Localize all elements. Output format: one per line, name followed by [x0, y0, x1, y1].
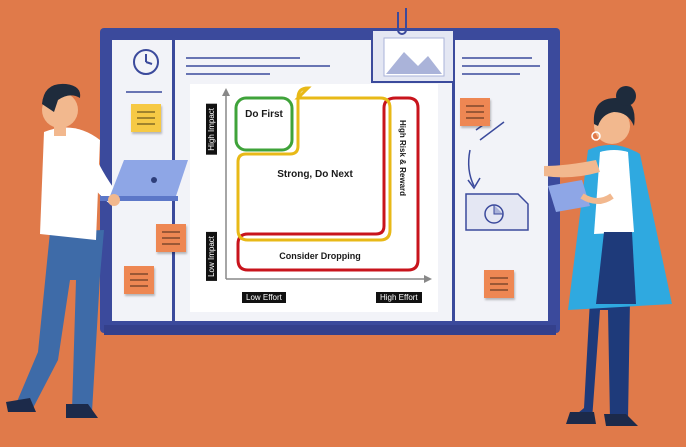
quadrant-borders [234, 86, 420, 272]
laptop-icon [100, 160, 188, 201]
sticky-note-orange [484, 270, 514, 298]
whiteboard-divider-right [452, 40, 455, 321]
picture-icon [371, 29, 455, 83]
matrix-axes [222, 88, 432, 283]
tablet-icon [548, 180, 590, 212]
sticky-note-orange [460, 98, 490, 126]
clock-icon [133, 49, 159, 75]
consider-dropping-label: Consider Dropping [279, 251, 361, 261]
strong-do-next-label: Strong, Do Next [277, 169, 353, 180]
chart-sketch [465, 193, 529, 231]
low-effort-label: Low Effort [242, 292, 286, 303]
priority-matrix: High Impact Low Impact Low Effort High E… [190, 84, 438, 312]
whiteboard-ledge [104, 325, 556, 335]
do-first-label: Do First [245, 109, 283, 120]
sticky-note-yellow [131, 104, 161, 132]
paperclip-icon [397, 8, 407, 35]
sticky-note-orange [156, 224, 186, 252]
sticky-note-orange [124, 266, 154, 294]
high-effort-label: High Effort [376, 292, 422, 303]
high-risk-reward-label: High Risk & Reward [398, 120, 407, 197]
consider-dropping-border [236, 96, 420, 272]
strong-do-next-border [236, 86, 392, 242]
do-first-border [234, 96, 294, 152]
